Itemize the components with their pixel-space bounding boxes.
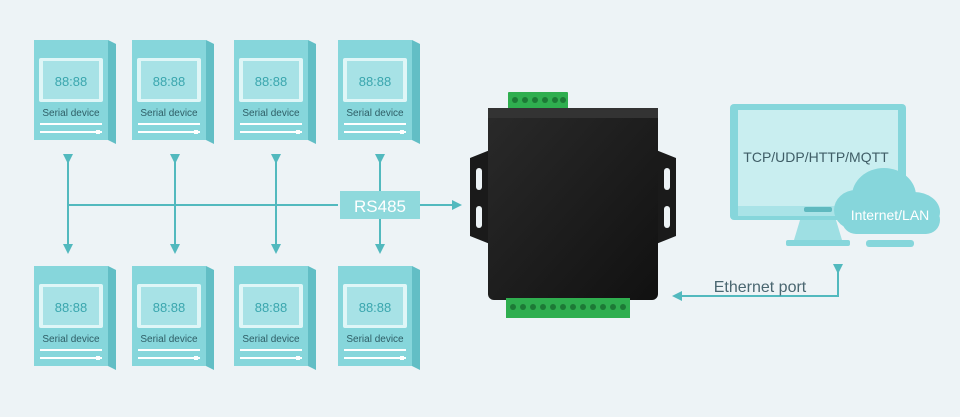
device-display-digits: 88:88 (153, 300, 186, 315)
device-label: Serial device (242, 108, 300, 119)
device-label: Serial device (140, 108, 198, 119)
device-display-digits: 88:88 (255, 300, 288, 315)
cloud-icon: Internet/LAN (834, 168, 940, 247)
rs485-label: RS485 (354, 197, 406, 216)
cloud-label: Internet/LAN (851, 207, 930, 223)
device-display-digits: 88:88 (55, 300, 88, 315)
ethernet-label: Ethernet port (714, 279, 807, 296)
serial-server-gateway (470, 92, 676, 318)
device-label: Serial device (42, 334, 100, 345)
device-label: Serial device (140, 334, 198, 345)
device-display-digits: 88:88 (55, 74, 88, 89)
ethernet-line (672, 264, 843, 301)
device-label: Serial device (42, 108, 100, 119)
device-display-digits: 88:88 (255, 74, 288, 89)
rs485-label-box: RS485 (340, 191, 420, 219)
device-label: Serial device (346, 334, 404, 345)
device-label: Serial device (346, 108, 404, 119)
device-display-digits: 88:88 (359, 74, 392, 89)
device-display-digits: 88:88 (153, 74, 186, 89)
monitor-protocols-text: TCP/UDP/HTTP/MQTT (743, 149, 889, 165)
device-label: Serial device (242, 334, 300, 345)
ethernet-link (672, 264, 843, 301)
device-display-digits: 88:88 (359, 300, 392, 315)
